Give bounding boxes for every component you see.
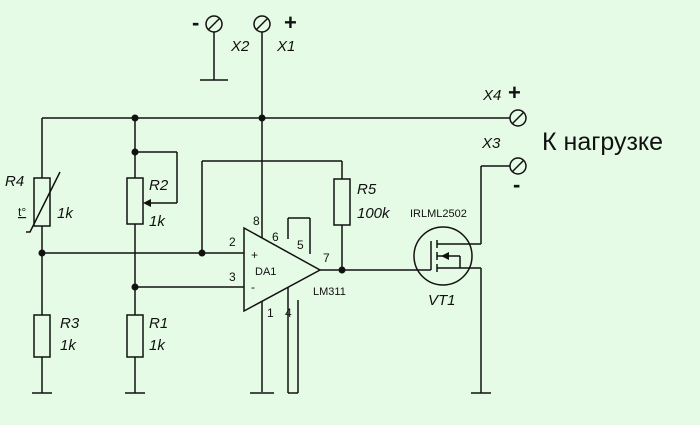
terminal-x2-label: X2 (230, 38, 250, 55)
r4-temperature-symbol: t° (18, 205, 26, 219)
terminal-x3[interactable]: X3 - (481, 135, 527, 197)
terminal-x1-label: X1 (276, 38, 295, 55)
mosfet-vt1: IRLML2502 VT1 (410, 166, 491, 394)
r1-value: 1k (149, 337, 166, 354)
mosfet-name: VT1 (428, 292, 456, 309)
r4-name: R4 (5, 173, 24, 190)
resistor-r4-thermistor: R4 1k t° (5, 171, 74, 315)
potentiometer-r2: R2 1k (126, 148, 178, 315)
opamp-minus-sign: - (251, 280, 255, 294)
r5-value: 100k (357, 205, 391, 222)
opamp-pin-4: 4 (285, 306, 292, 320)
resistor-r1: R1 1k (125, 314, 168, 394)
terminal-x1-sign: + (284, 10, 297, 35)
mosfet-part: IRLML2502 (410, 208, 467, 220)
opamp-pin-3: 3 (229, 270, 236, 284)
opamp-pin-8: 8 (253, 214, 260, 228)
r2-value: 1k (149, 213, 166, 230)
opamp-pin-2: 2 (229, 235, 236, 249)
load-label: К нагрузке (542, 128, 663, 156)
terminal-x4-sign: + (508, 80, 521, 105)
terminal-x3-sign: - (513, 172, 520, 197)
top-rail (41, 32, 510, 392)
terminal-x2-sign: - (192, 10, 199, 35)
resistor-r5: R5 100k (333, 178, 391, 270)
opamp-pin-1: 1 (267, 306, 274, 320)
r3-value: 1k (60, 337, 77, 354)
terminal-x1[interactable]: + X1 (253, 10, 297, 55)
r2-name: R2 (149, 177, 169, 194)
resistor-r3: R3 1k (32, 314, 80, 394)
terminal-x4[interactable]: X4 + (482, 80, 527, 127)
terminal-x4-label: X4 (482, 87, 501, 104)
r1-name: R1 (149, 315, 168, 332)
opamp-da1: + - DA1 LM311 8 6 5 2 3 7 1 4 (229, 214, 416, 320)
r3-name: R3 (60, 315, 80, 332)
terminal-x2[interactable]: - X2 (192, 10, 250, 81)
opamp-pin-7: 7 (323, 251, 330, 265)
opamp-name: DA1 (255, 266, 276, 278)
opamp-wiring (42, 160, 343, 394)
r4-value: 1k (57, 205, 74, 222)
terminal-x3-label: X3 (481, 135, 501, 152)
r5-name: R5 (357, 181, 377, 198)
opamp-part: LM311 (313, 286, 346, 298)
opamp-plus-sign: + (251, 248, 258, 262)
opamp-pin-6: 6 (272, 230, 279, 244)
opamp-pin-5: 5 (297, 238, 304, 252)
